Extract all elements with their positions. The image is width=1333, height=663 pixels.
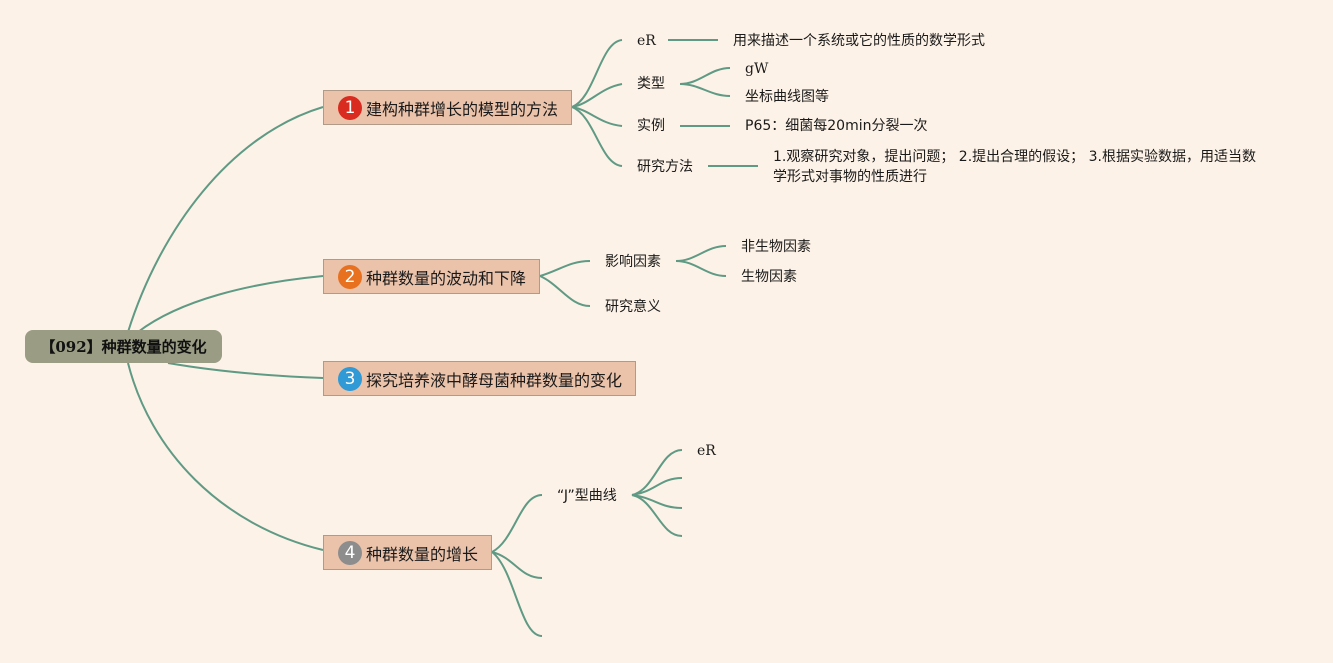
node-b1-definition[interactable]: eR (637, 33, 656, 49)
link-b4-c3 (491, 551, 543, 637)
branch-label: 种群数量的波动和下降 (366, 268, 527, 288)
node-b2-significance[interactable]: 研究意义 (605, 299, 661, 315)
branch-label: 种群数量的增长 (366, 544, 479, 564)
link-b1-c3 (571, 106, 623, 127)
link-b2c1-leaf2 (675, 260, 727, 277)
link-b4-c2 (491, 551, 543, 579)
link-b4c1-leaf4 (631, 494, 683, 537)
link-b4c1-leaf2 (631, 477, 683, 496)
link-b1c2-leaf2 (679, 83, 731, 97)
link-root-b1 (127, 106, 324, 333)
branch-node-2[interactable]: 2 种群数量的波动和下降 (323, 259, 540, 294)
link-b1-c2 (571, 83, 623, 108)
link-b4-c1 (491, 494, 543, 553)
node-b2-factor-abiotic[interactable]: 非生物因素 (741, 239, 811, 255)
link-b2-c2 (539, 275, 591, 307)
node-b4-j-curve[interactable]: “J”型曲线 (557, 488, 617, 504)
link-b1c2-leaf1 (679, 67, 731, 85)
badge-number-2: 2 (338, 264, 362, 289)
node-b1-method-text[interactable]: 1.观察研究对象，提出问题； 2.提出合理的假设； 3.根据实验数据，用适当数学… (773, 149, 1256, 185)
node-b1-definition-text[interactable]: 用来描述一个系统或它的性质的数学形式 (733, 33, 985, 49)
badge-number-3: 3 (338, 366, 362, 391)
node-b2-factors[interactable]: 影响因素 (605, 254, 661, 270)
node-b4-j-curve-definition[interactable]: eR (697, 443, 716, 459)
node-b1-types[interactable]: 类型 (637, 76, 665, 92)
root-node[interactable]: 【092】种群数量的变化 (25, 330, 222, 363)
link-b2-c1 (539, 260, 591, 277)
link-b1-c4 (571, 106, 623, 167)
branch-node-3[interactable]: 3 探究培养液中酵母菌种群数量的变化 (323, 361, 636, 396)
node-b1-method[interactable]: 研究方法 (637, 159, 693, 175)
branch-node-1[interactable]: 1 建构种群增长的模型的方法 (323, 90, 572, 125)
branch-label: 探究培养液中酵母菌种群数量的变化 (366, 370, 623, 390)
link-root-b3 (167, 362, 324, 379)
node-b1-example[interactable]: 实例 (637, 118, 665, 134)
node-b1-example-text[interactable]: P65：细菌每20min分裂一次 (745, 118, 928, 134)
branch-label: 建构种群增长的模型的方法 (366, 99, 559, 119)
node-b1-types-2[interactable]: 坐标曲线图等 (745, 89, 829, 105)
link-b1-c1 (571, 39, 623, 108)
node-b1-types-1[interactable]: gW (745, 61, 769, 77)
link-b4c1-leaf1 (631, 449, 683, 496)
link-b2c1-leaf1 (675, 245, 727, 262)
badge-number-4: 4 (338, 540, 362, 565)
badge-number-1: 1 (338, 95, 362, 120)
branch-node-4[interactable]: 4 种群数量的增长 (323, 535, 492, 570)
link-root-b2 (137, 275, 324, 333)
link-root-b4 (127, 362, 324, 551)
node-b2-factor-biotic[interactable]: 生物因素 (741, 269, 797, 285)
